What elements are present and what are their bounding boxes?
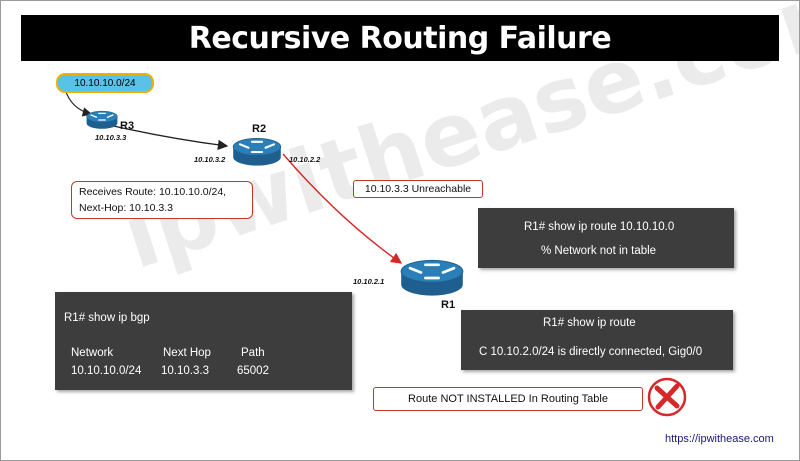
bgp-cell-path: 65002 [237, 365, 269, 377]
panel-output: % Network not in table [541, 245, 657, 257]
not-installed-note: Route NOT INSTALLED In Routing Table [373, 387, 643, 411]
bgp-header-path: Path [241, 347, 265, 359]
router-icon [232, 137, 282, 166]
router-r3-label: R3 [120, 120, 135, 132]
r2-to-r1-red-arrow [282, 153, 403, 264]
receives-route-note: Receives Route: 10.10.10.0/24, Next-Hop:… [71, 181, 253, 219]
receives-route-line2: Next-Hop: 10.10.3.3 [79, 202, 173, 214]
x-mark-icon [647, 377, 687, 417]
r3-to-r2-arrow [108, 124, 229, 151]
panel-command: R1# show ip route [543, 317, 636, 329]
router-r2-label: R2 [252, 123, 267, 135]
router-r2-ip-right: 10.10.2.2 [289, 155, 321, 164]
router-r1-label: R1 [441, 299, 456, 311]
bgp-header-next-hop: Next Hop [163, 347, 211, 359]
prefix-label: 10.10.10.0/24 [56, 73, 154, 93]
panel-command: R1# show ip route 10.10.10.0 [524, 221, 675, 233]
bgp-header-network: Network [71, 347, 114, 359]
footer-url[interactable]: https://ipwithease.com [665, 433, 774, 445]
router-icon [86, 110, 118, 129]
panel-command: R1# show ip bgp [64, 312, 150, 324]
page-title: Recursive Routing Failure [21, 15, 779, 61]
unreachable-note: 10.10.3.3 Unreachable [353, 180, 483, 198]
receives-route-line1: Receives Route: 10.10.10.0/24, [79, 186, 227, 198]
bgp-cell-next-hop: 10.10.3.3 [161, 365, 209, 377]
router-r2-ip-left: 10.10.3.2 [194, 155, 226, 164]
router-icon [400, 259, 464, 296]
router-r3-ip: 10.10.3.3 [95, 133, 127, 142]
panel-output: C 10.10.2.0/24 is directly connected, Gi… [479, 346, 703, 358]
show-ip-bgp-panel: R1# show ip bgp Network Next Hop Path 10… [55, 292, 352, 390]
router-r1-ip: 10.10.2.1 [353, 277, 385, 286]
bgp-cell-network: 10.10.10.0/24 [71, 365, 142, 377]
show-ip-route-panel: R1# show ip route C 10.10.2.0/24 is dire… [461, 310, 733, 370]
show-ip-route-prefix-panel: R1# show ip route 10.10.10.0 % Network n… [478, 208, 734, 268]
